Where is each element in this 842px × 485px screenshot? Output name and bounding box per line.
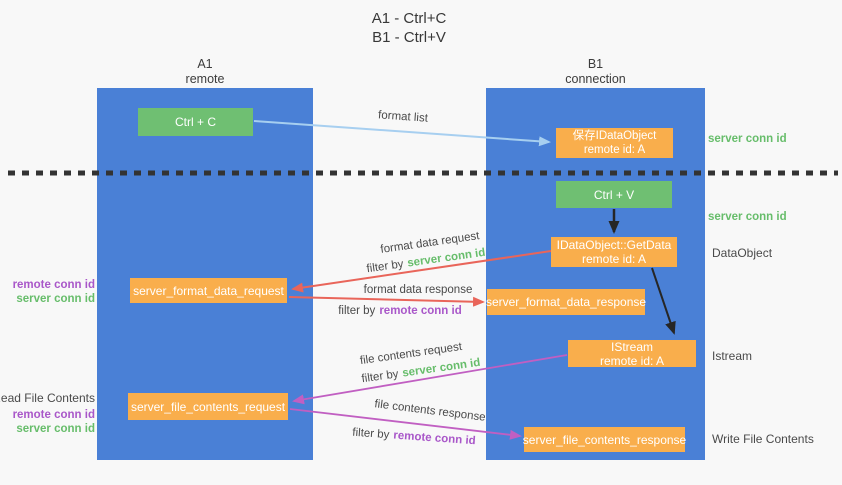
format-data-response-label: format data response	[363, 284, 473, 296]
server-file-contents-response-label: server_file_contents_response	[522, 432, 687, 447]
lane-a1-subtitle: remote	[185, 72, 225, 86]
read-file-contents-label: Read File Contents	[0, 391, 95, 405]
filter-by-text: filter by	[351, 426, 390, 442]
filter-by-text: filter by	[365, 258, 405, 276]
lane-b1-subtitle: connection	[565, 72, 626, 86]
server-format-data-response-node: server_format_data_response	[485, 289, 647, 315]
remote-conn-id-text: remote conn id	[379, 305, 462, 317]
ctrl-c-label: Ctrl + C	[174, 115, 216, 129]
file-contents-response-label: file contents response	[373, 398, 487, 424]
server-file-contents-request-node: server_file_contents_request	[128, 393, 288, 420]
istream-node: IStream remote id: A	[568, 339, 696, 368]
getdata-node: IDataObject::GetData remote id: A	[551, 237, 677, 267]
filter-by-text: filter by	[338, 305, 376, 317]
ctrl-v-label: Ctrl + V	[593, 187, 635, 202]
server-file-contents-request-label: server_file_contents_request	[130, 399, 286, 414]
remote-conn-id-left-1-label: remote conn id	[12, 279, 95, 291]
server-format-data-request-node: server_format_data_request	[130, 278, 287, 303]
server-format-data-response-label: server_format_data_response	[485, 295, 647, 309]
server-conn-id-right-top-label: server conn id	[708, 133, 787, 145]
getdata-line1: IDataObject::GetData	[556, 238, 672, 252]
server-file-contents-response-node: server_file_contents_response	[522, 427, 687, 452]
remote-conn-id-left-2-label: remote conn id	[12, 409, 95, 421]
server-format-data-request-label: server_format_data_request	[133, 283, 284, 298]
server-conn-id-text: server conn id	[401, 356, 482, 380]
ctrl-c-node: Ctrl + C	[138, 108, 253, 136]
server-conn-id-left-1-label: server conn id	[16, 293, 95, 305]
server-conn-id-left-2-label: server conn id	[16, 423, 95, 435]
istream-line2: remote id: A	[599, 353, 665, 368]
write-file-contents-label: Write File Contents	[712, 432, 814, 446]
format-data-response-arrow	[288, 296, 485, 307]
dataobject-label: DataObject	[712, 246, 773, 260]
server-conn-id-right-mid-label: server conn id	[708, 211, 787, 223]
save-idataobject-line1: 保存IDataObject	[572, 130, 657, 142]
remote-conn-id-text: remote conn id	[392, 429, 477, 448]
istream-line1: IStream	[610, 339, 653, 354]
lane-a1-header: A1 remote	[97, 57, 313, 87]
title-line-a1: A1 - Ctrl+C	[371, 10, 447, 27]
title-line-b1: B1 - Ctrl+V	[372, 29, 446, 46]
istream-side-label: Istream	[712, 349, 753, 363]
lane-a1-name: A1	[197, 57, 213, 71]
filter-by-text: filter by	[360, 368, 400, 386]
lane-b1-header: B1 connection	[486, 57, 705, 87]
getdata-line2: remote id: A	[581, 252, 647, 266]
save-idataobject-line2: remote id: A	[583, 144, 646, 156]
format-list-label: format list	[377, 109, 429, 125]
lane-b1-name: B1	[587, 57, 604, 71]
save-idataobject-node: 保存IDataObject remote id: A	[556, 128, 673, 158]
diagram-title: A1 - Ctrl+C B1 - Ctrl+V	[309, 9, 509, 47]
ctrl-v-node: Ctrl + V	[556, 181, 672, 208]
